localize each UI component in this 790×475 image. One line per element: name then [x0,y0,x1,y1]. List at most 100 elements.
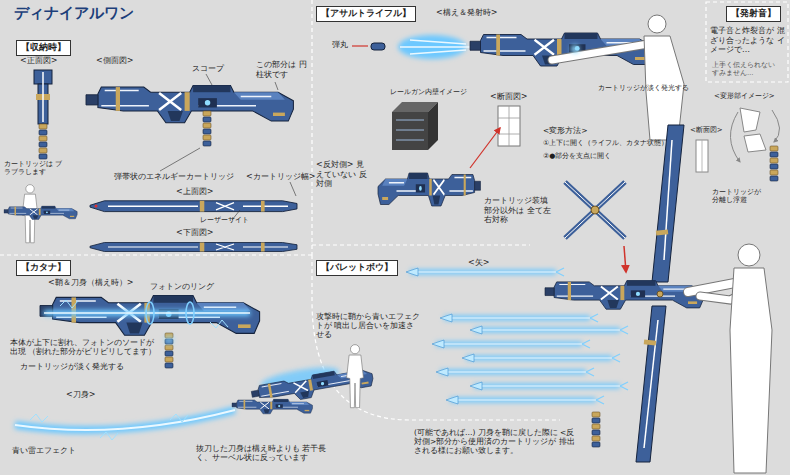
art-circle [571,45,579,53]
art-use [203,111,211,146]
art-polygon [636,306,666,462]
annotation-label: <変形部イメージ> [714,92,775,100]
annotation-label: <刀身> [66,390,95,400]
annotation-label: <反対側> 見えていない 反対側 [316,160,368,189]
art-rect [696,140,708,172]
art-path [552,44,648,60]
sheet-title: ディナイアルワン [14,4,134,22]
annotation-label: <上面図> [176,187,213,197]
art-path [730,268,772,473]
art-use [470,382,628,390]
art-polyline [30,414,48,422]
section-heading: 【発射音】 [731,8,776,20]
art-path [644,320,658,448]
annotation-label: 本体が上下に割れ、フォトンのソードが出現 （割れた部分がビリビリしてます） [10,338,160,356]
art-path [15,410,235,430]
art-path [0,0,788,420]
annotation-label: <構え＆発射時> [436,8,497,18]
art-path [352,45,368,46]
art-path [702,140,703,172]
art-use [39,124,47,159]
art-path [42,72,44,122]
annotation-label: フォトンのリング [150,282,214,292]
annotation-label: 抜刀した刀身は構え時よりも 若干長く、サーベル状に反っています [196,444,332,462]
art-use [4,206,77,219]
art-use [470,326,628,334]
section-tag: 【バレットボウ】 [316,260,398,276]
art-path [624,246,626,272]
art-g [34,70,52,159]
annotation-label: 電子音と炸裂音が 混ざり合ったような イメージで… [710,26,786,55]
art-use [90,243,297,252]
art-use [770,146,778,181]
art-circle [648,15,666,33]
annotation-label: この部分は 円柱状です [256,60,308,79]
art-ellipse [186,302,194,324]
annotation-label: カートリッジが淡く発光する [598,84,689,92]
art-polyline [60,300,78,308]
annotation-label: <断面図> [490,92,527,102]
art-path [470,128,500,168]
art-polygon [740,108,760,132]
art-path [44,310,250,316]
annotation-label: カートリッジが淡く発光する [20,362,124,371]
art-path [498,106,520,146]
art-rect [498,106,520,146]
section-heading: 【収納時】 [21,42,66,54]
annotation-label: カートリッジが 分離し浮遊 [712,188,768,205]
art-polyline [100,432,118,440]
art-use [86,85,293,122]
annotation-label: <正面図> [20,56,57,66]
section-tag: 【カタナ】 [16,260,71,276]
art-path [772,110,780,142]
art-circle [657,291,663,297]
section-tag: 【収納時】 [16,40,71,56]
art-path [15,410,235,430]
annotation-label: (可能であれば…) 刀身を鞘に戻した際に <反対側>部分から使用済のカートリッジ… [414,428,582,455]
section-tag: 【発射音】 [726,6,781,22]
art-use [470,33,653,66]
art-path [44,312,250,314]
annotation-label: <カートリッジ幅> [246,172,315,182]
annotation-label: 青い雷エフェクト [12,446,76,455]
annotation-label: <側面図> [96,56,133,66]
art-polyline [170,414,188,422]
annotation-label: 上手く伝えられない すみません… [712,62,784,78]
art-circle [164,335,174,345]
section-heading: 【アサルトライフル】 [321,8,411,20]
annotation-label: <下面図> [176,228,213,238]
art-use [378,173,480,206]
art-circle [738,244,760,266]
art-path [552,44,648,60]
art-use [446,396,604,404]
art-use [545,281,704,310]
art-rect [392,112,428,150]
annotation-label: ②●部分を支点に開く [543,152,611,160]
art-path [565,182,625,238]
art-path [396,120,424,140]
art-polyline [210,320,228,328]
art-use [90,201,297,212]
annotation-label: 攻撃時に鞘から青いエフェクトが 噴出し居合いを加速させる [316,312,420,339]
art-use [406,268,564,276]
annotation-label: レーザーサイト [200,216,249,224]
annotation-label: <断面図> [690,126,723,134]
annotation-label: カートリッジ装填 部分以外は 全て左右対称 [484,196,552,225]
annotation-label: ①上下に開く（ライフル、カタナ状態） [543,139,668,147]
art-path [730,112,740,162]
art-polygon [744,134,766,152]
annotation-label: レールガン内壁イメージ [390,88,467,96]
section-heading: 【バレットボウ】 [321,262,393,274]
art-use [592,412,600,447]
art-polygon [428,102,438,150]
art-use [165,333,173,368]
annotation-label: カートリッジは ブラブラします [4,160,64,177]
art-rect [644,339,656,345]
art-rect [371,43,385,50]
art-use [232,399,313,414]
annotation-label: スコープ [192,64,224,74]
art-use [462,354,620,362]
annotation-label: <変形方法> [543,126,588,135]
